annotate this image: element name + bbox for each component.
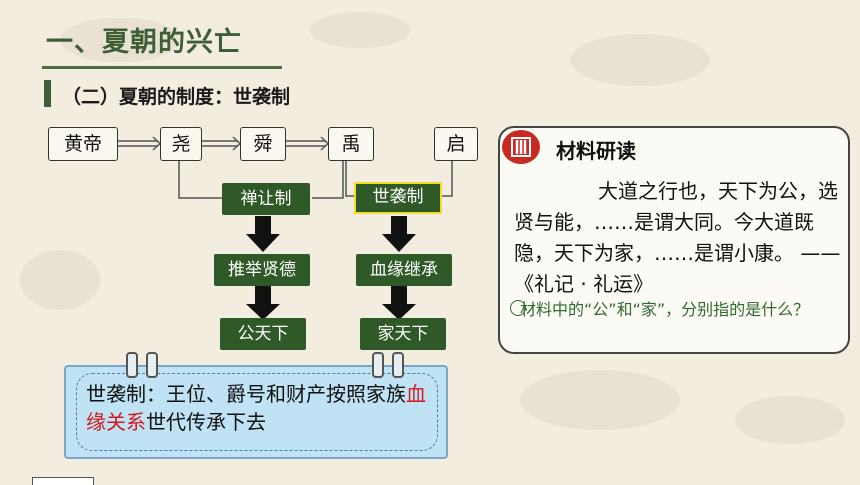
name-yao: 尧 [160, 127, 202, 161]
name-shun: 舜 [240, 127, 286, 161]
roman-three-badge-icon [502, 130, 540, 164]
binder-ring [126, 352, 138, 378]
definition-text: 世袭制：王位、爵号和财产按照家族血缘关系世代传承下去 [86, 380, 426, 436]
binder-ring [372, 352, 384, 378]
family-realm-box: 家天下 [360, 318, 446, 350]
section-subtitle: （二）夏朝的制度：世袭制 [62, 86, 291, 108]
bottom-tab [32, 477, 94, 485]
hereditary-system-box: 世袭制 [354, 182, 442, 214]
name-yu: 禹 [328, 127, 374, 161]
title-underline [42, 66, 282, 69]
material-panel [498, 126, 850, 354]
definition-prefix: 世袭制：王位、爵号和财产按照家族 [86, 382, 406, 406]
question-marker-icon [510, 300, 526, 316]
public-realm-box: 公天下 [220, 318, 306, 350]
page-title: 一、夏朝的兴亡 [46, 27, 242, 58]
material-quote: 大道之行也，天下为公，选贤与能，……是谓大同。今大道既隐，天下为家，……是谓小康… [514, 179, 841, 296]
name-huangdi: 黄帝 [48, 127, 118, 161]
abdication-system-box: 禅让制 [222, 183, 310, 215]
binder-ring [392, 352, 404, 378]
material-question: 材料中的“公”和“家”，分别指的是什么？ [520, 300, 810, 319]
name-qi: 启 [434, 127, 478, 161]
material-heading: 材料研读 [556, 139, 636, 163]
definition-card [64, 365, 448, 459]
definition-suffix: 世代传承下去 [146, 410, 266, 434]
subtitle-marker [44, 80, 51, 107]
binder-ring [146, 352, 158, 378]
definition-card-border [76, 373, 438, 451]
recommend-virtue-box: 推举贤德 [214, 254, 310, 286]
definition-highlight: 血缘关系 [86, 382, 426, 434]
blood-inheritance-box: 血缘继承 [356, 254, 452, 286]
